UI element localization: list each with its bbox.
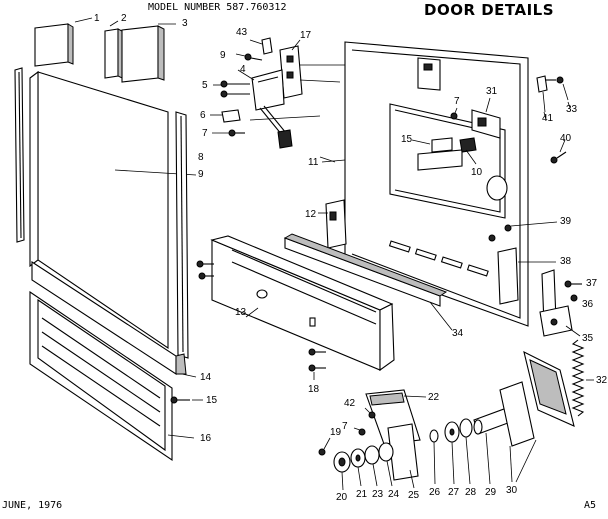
callout-38: 38 — [560, 256, 572, 267]
callout-8: 8 — [198, 152, 204, 163]
part-1-panel — [34, 23, 74, 67]
part-8-edge-trim — [175, 111, 189, 359]
hinge-assembly — [210, 37, 350, 149]
callout-41: 41 — [542, 113, 554, 124]
revision-date: JUNE, 1976 — [2, 500, 63, 511]
right-hinge-parts — [539, 269, 582, 337]
callout-26: 26 — [429, 487, 441, 498]
callout-11: 11 — [308, 157, 319, 168]
callout-7-mid: 7 — [202, 128, 208, 139]
callout-40: 40 — [560, 133, 572, 144]
part-32-spring — [571, 339, 594, 417]
bottom-hinge-assembly — [318, 350, 575, 491]
callout-12: 12 — [305, 209, 317, 220]
callout-20: 20 — [336, 492, 348, 503]
callout-22: 22 — [428, 392, 440, 403]
callout-27: 27 — [448, 487, 460, 498]
callout-33: 33 — [566, 104, 578, 115]
callout-10: 10 — [471, 167, 483, 178]
right-fasteners — [536, 75, 569, 164]
part-15-screw — [170, 396, 203, 404]
callout-15-latch: 15 — [401, 134, 413, 145]
callout-25: 25 — [408, 490, 420, 501]
callout-21: 21 — [356, 489, 368, 500]
part-13-control-rail — [210, 235, 395, 372]
callout-35: 35 — [582, 333, 594, 344]
part-3-insulation — [121, 25, 165, 83]
callout-3: 3 — [182, 18, 188, 29]
callout-18: 18 — [308, 384, 320, 395]
callout-4: 4 — [240, 64, 246, 75]
callout-7-latch: 7 — [454, 96, 460, 107]
callout-37: 37 — [586, 278, 598, 289]
callout-1: 1 — [94, 13, 100, 24]
callout-30: 30 — [506, 485, 518, 496]
callout-15-kick: 15 — [206, 395, 218, 406]
part-16-kick-panel — [29, 290, 195, 462]
callout-31: 31 — [486, 86, 498, 97]
diagram-title: DOOR DETAILS — [424, 1, 555, 19]
callout-14: 14 — [200, 372, 212, 383]
callout-19: 19 — [330, 427, 342, 438]
leader-lines-top — [74, 17, 571, 163]
callout-5: 5 — [202, 80, 208, 91]
part-11-inner-door-liner — [318, 41, 558, 327]
callout-39: 39 — [560, 216, 572, 227]
callout-6: 6 — [200, 110, 206, 121]
callout-7-top: 9 — [220, 50, 226, 61]
model-number-label: MODEL NUMBER 587.760312 — [148, 2, 287, 13]
callout-24: 24 — [388, 489, 400, 500]
part-14-bottom-trim — [31, 260, 197, 378]
part-9-outer-door-panel — [29, 70, 197, 350]
callout-36: 36 — [582, 299, 594, 310]
callout-13: 13 — [235, 307, 247, 318]
callout-9: 9 — [198, 169, 204, 180]
callout-16: 16 — [200, 433, 212, 444]
callout-34: 34 — [452, 328, 464, 339]
callout-17: 17 — [300, 30, 312, 41]
callout-7-bottom: 7 — [342, 421, 348, 432]
callout-2: 2 — [121, 13, 127, 24]
callout-23: 23 — [372, 489, 384, 500]
part-2-panel — [104, 28, 123, 79]
callout-28: 28 — [465, 487, 477, 498]
callout-43: 43 — [236, 27, 248, 38]
callout-42: 42 — [344, 398, 356, 409]
callout-32: 32 — [596, 375, 608, 386]
rail-screws — [196, 260, 326, 380]
page-code: A5 — [584, 500, 597, 511]
part-34-channel — [283, 233, 453, 331]
callout-29: 29 — [485, 487, 497, 498]
left-trim-strip — [14, 67, 25, 243]
